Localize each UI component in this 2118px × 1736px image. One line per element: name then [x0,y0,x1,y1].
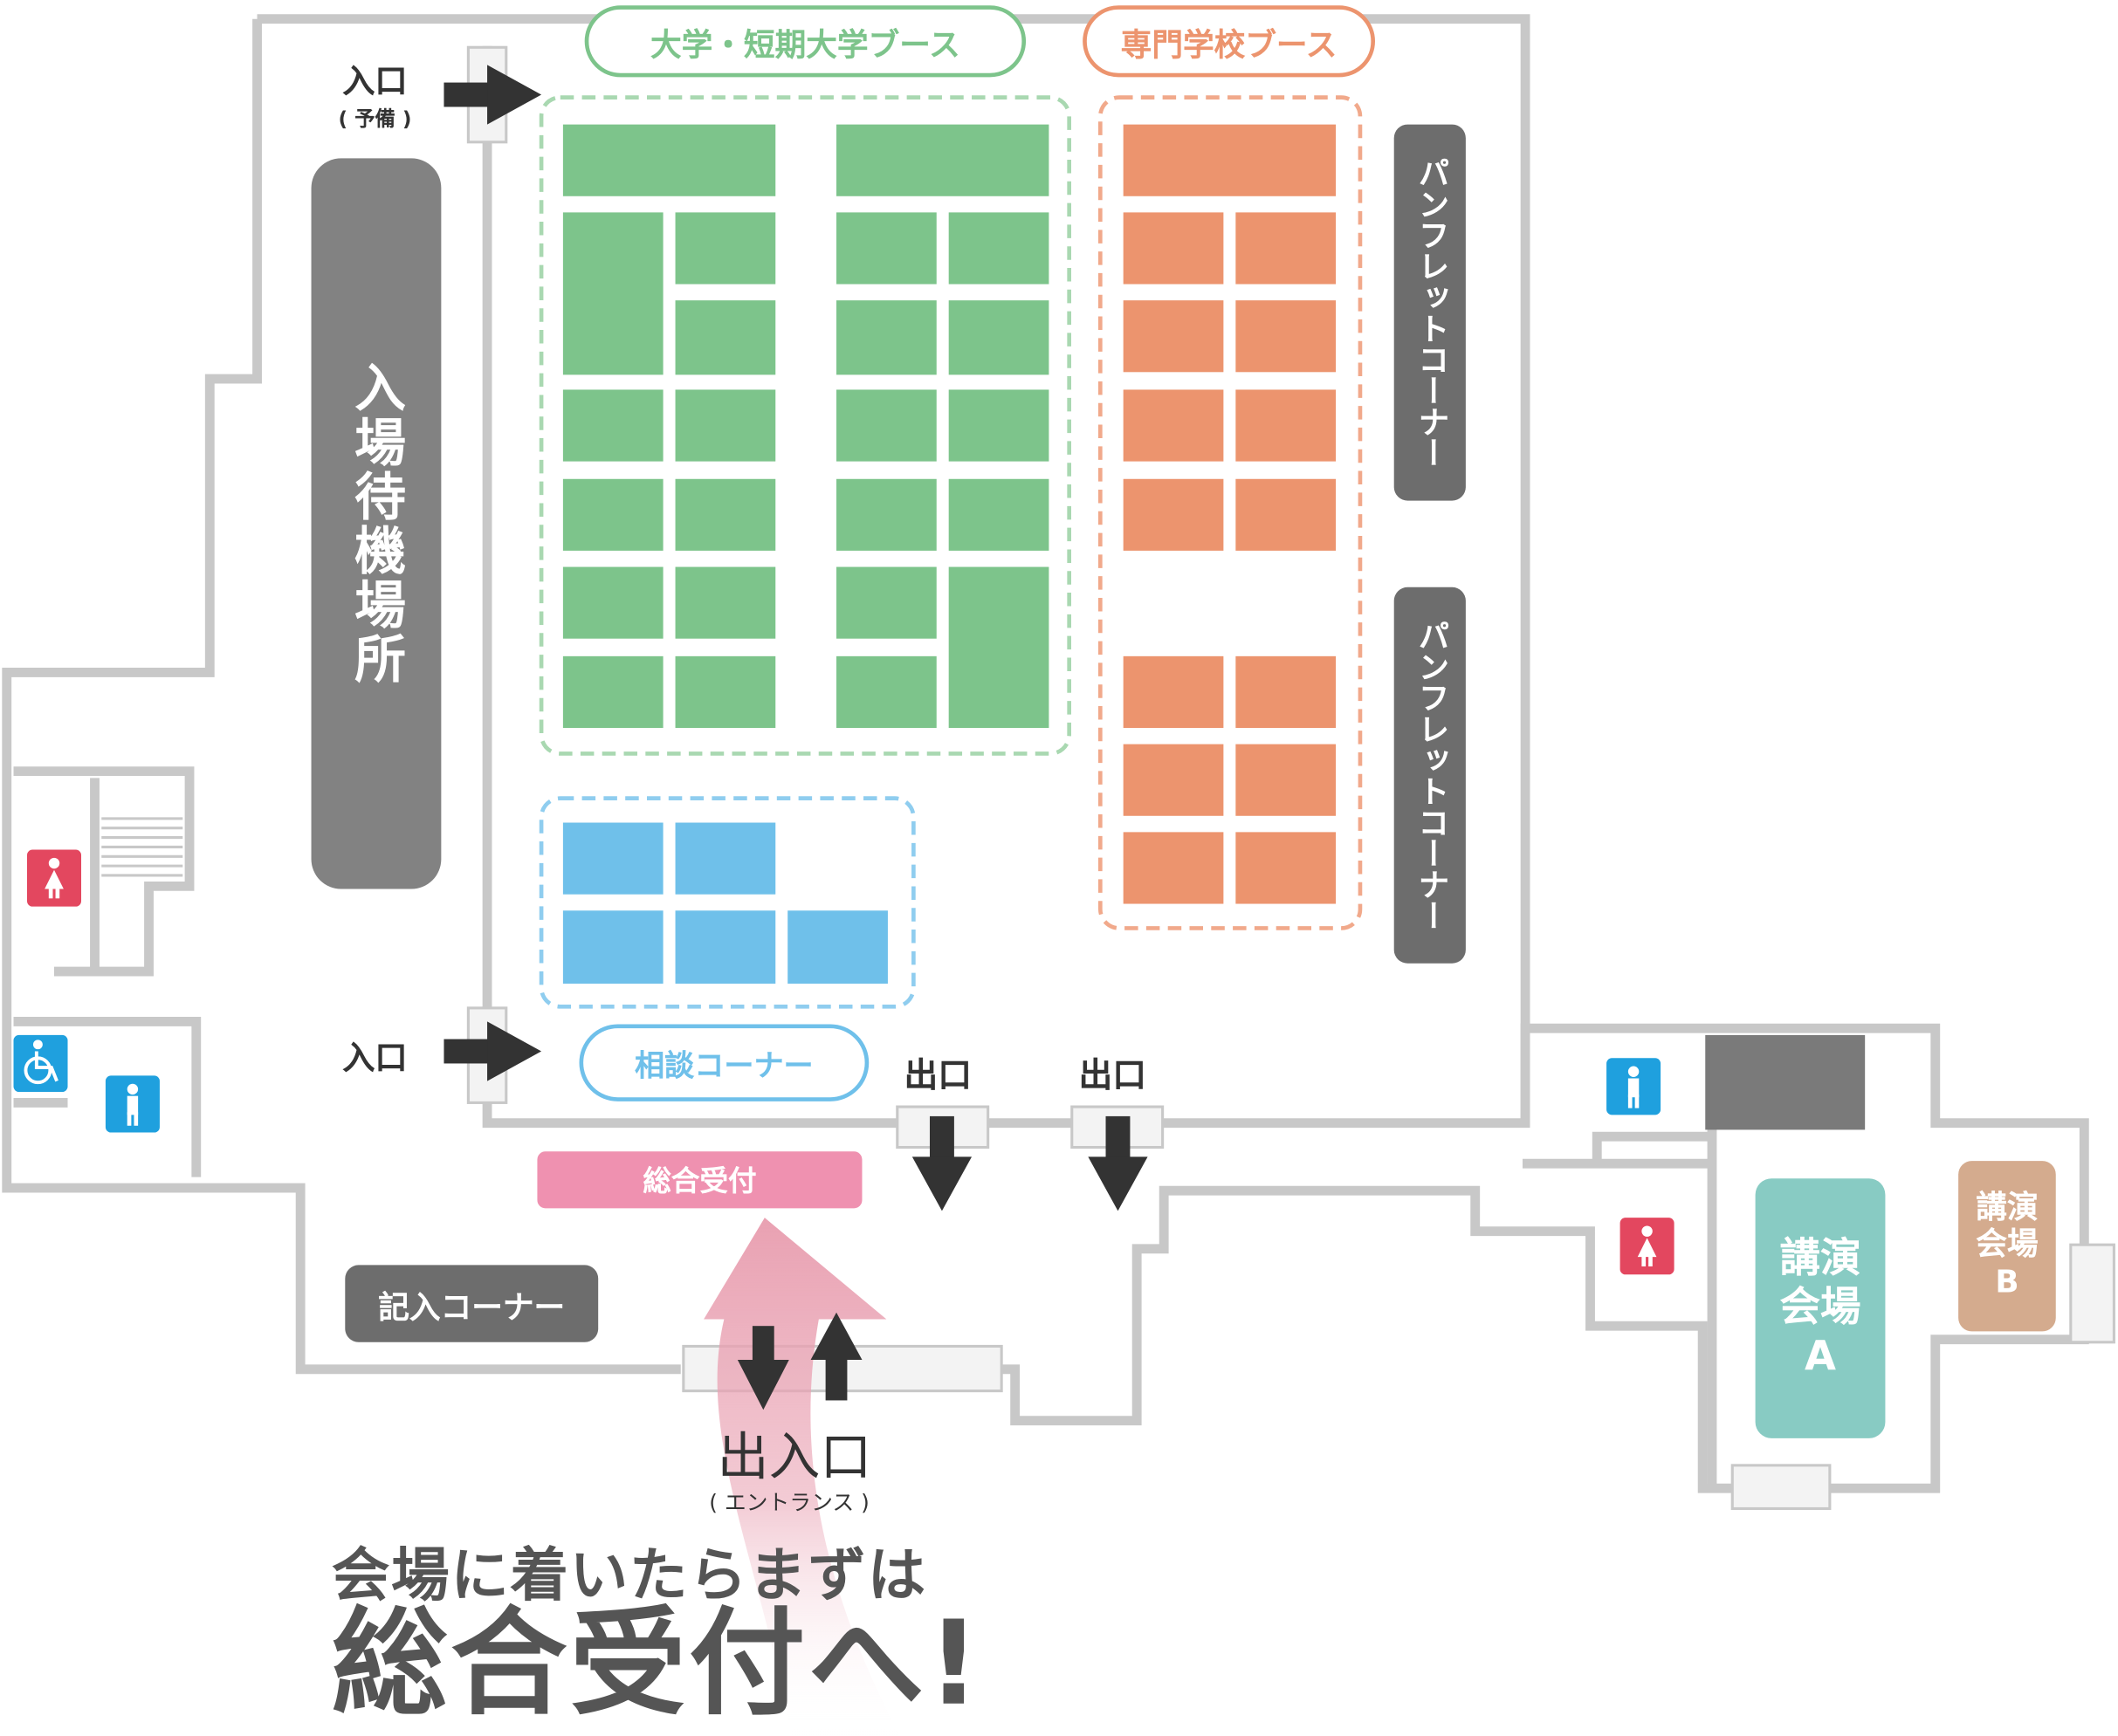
consult-booth [787,910,888,984]
univ-booth [562,389,664,462]
univ-booth [836,655,937,729]
waiting-area: 入場待機場所 [311,158,442,889]
univ-booth [675,212,776,285]
male-restroom-icon [105,1075,160,1133]
vocational-booth [1235,212,1337,285]
entrance-label: 入口 [342,1039,408,1077]
female-restroom-icon [27,849,82,907]
univ-booth [562,566,664,639]
vocational-booth [1123,832,1224,904]
male-restroom-icon [1606,1058,1661,1115]
writing-corner: 記入コーナー [345,1265,599,1342]
spare-entrance-label: 入口 [342,62,408,100]
vocational-booth [1235,478,1337,551]
vocational-booth [1123,212,1224,285]
direction-arrows [444,65,1148,1410]
arrow-right-icon [444,1021,542,1081]
vocational-booth [1123,300,1224,373]
headline-line-2: 総合受付へ! [331,1596,983,1733]
vocational-booth [1235,655,1337,729]
consult-header: 相談コーナー [579,1024,870,1101]
vocational-booth [1123,744,1224,816]
exit-label-2: 出口 [1078,1055,1147,1095]
univ-booth [836,212,937,285]
univ-booth [675,655,776,729]
consult-booth [562,910,664,984]
univ-booth [562,478,664,551]
univ-booth [836,566,937,639]
arrow-down-icon [737,1326,789,1410]
univ-booth [675,389,776,462]
vocational-booth [1235,389,1337,462]
vocational-booth [1235,300,1337,373]
univ-booth [948,389,1049,462]
headline-line-1: 会場に着いたらまずは [331,1542,927,1610]
univ-booth [562,212,664,375]
vocational-booth [1235,744,1337,816]
spare-entrance-note: ( 予備 ) [338,106,412,132]
univ-booth [836,300,937,375]
consult-booth [675,822,776,895]
vocational-booth [1123,124,1337,196]
female-restroom-icon [1619,1218,1674,1275]
consult-booth [562,822,664,895]
univ-booth-area [539,95,1071,756]
univ-booth [948,478,1049,551]
wall-block [1705,1034,1866,1130]
stairs [101,817,183,877]
wheelchair-icon [13,1034,68,1093]
univ-booth [836,478,937,551]
main-entrance-label: 出入口 [717,1427,872,1487]
reception-desk: 総合受付 [537,1151,863,1209]
univ-booth [562,124,776,196]
consult-booth [675,910,776,984]
vocational-booth [1123,655,1224,729]
vocational-booth-area [1097,95,1363,930]
vocational-booth [1235,832,1337,904]
univ-booth [675,300,776,375]
pamphlet-corner-1: パンフレットコーナー [1393,124,1466,501]
exit-label-1: 出口 [904,1055,973,1095]
arrow-down-icon [911,1115,973,1211]
univ-booth-header: 大学・短期大学ブース [584,5,1027,78]
vocational-booth [1123,389,1224,462]
univ-booth [948,212,1049,285]
univ-booth [836,124,1049,196]
arrow-right-icon [444,65,542,125]
univ-booth [948,566,1049,729]
pamphlet-corner-2: パンフレットコーナー [1393,587,1466,964]
univ-booth [562,655,664,729]
univ-booth [675,566,776,639]
arrow-up-icon [810,1312,863,1401]
univ-booth [675,478,776,551]
arrow-down-icon [1088,1115,1148,1211]
vocational-booth [1123,478,1224,551]
univ-booth [836,389,937,462]
vocational-booth-header: 専門学校ブース [1083,5,1376,78]
main-entrance-note: ( エントランス ) [709,1489,870,1516]
univ-booth [948,300,1049,375]
